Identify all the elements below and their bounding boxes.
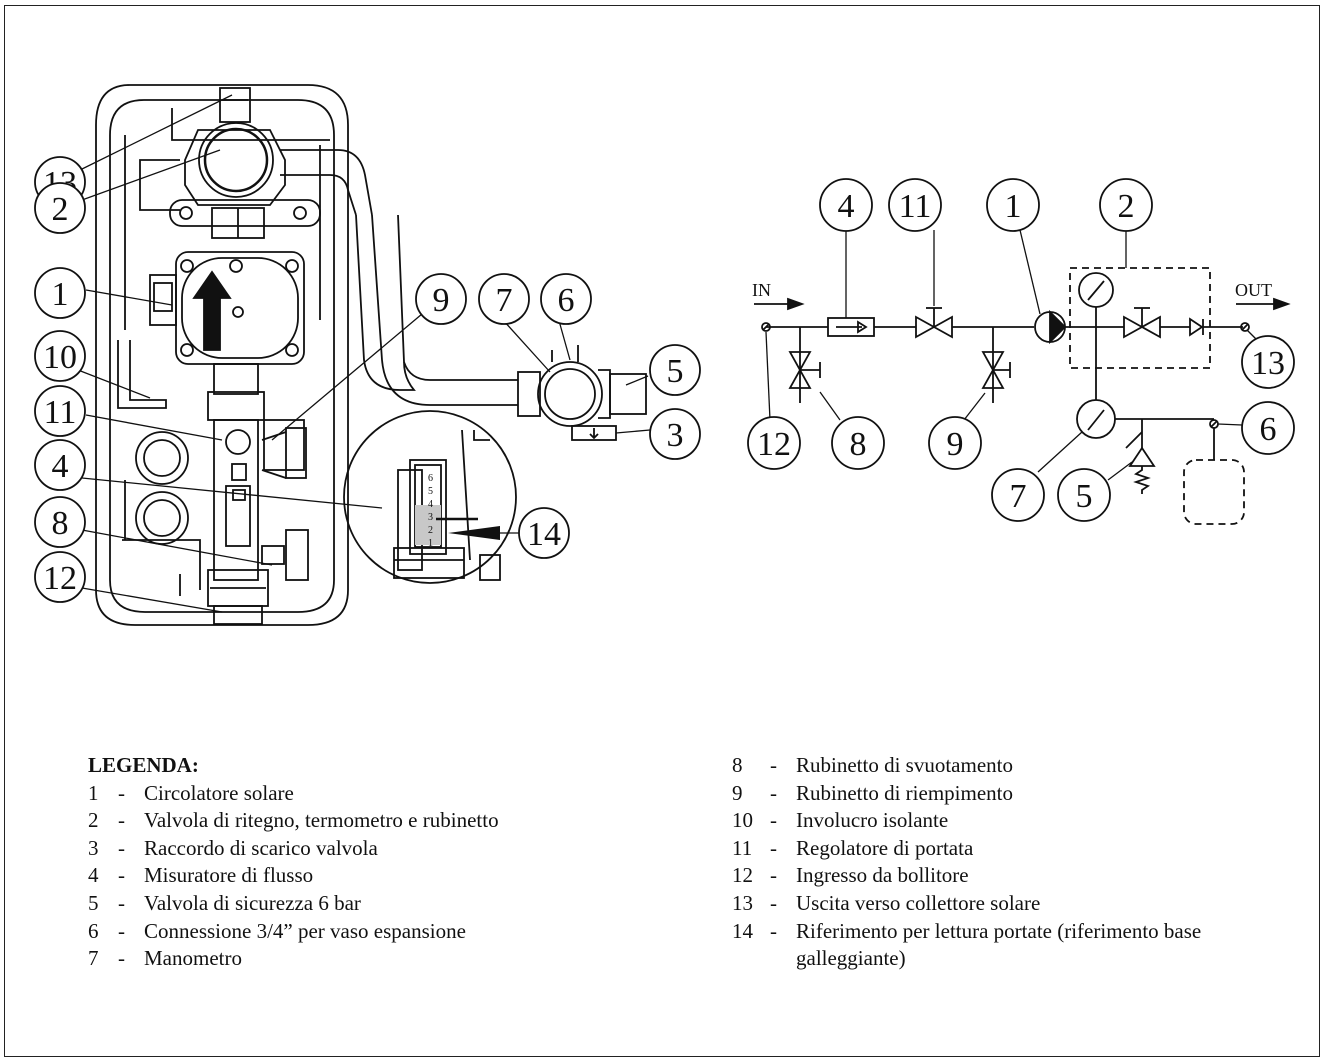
legend-item: 11-Regolatore di portata (732, 835, 974, 860)
scale-mark-1: 1 (428, 538, 433, 549)
flow-meter-tube (409, 459, 447, 555)
legend-item: 13-Uscita verso collettore solare (732, 890, 1041, 915)
legend-item: 5-Valvola di sicurezza 6 bar (88, 890, 361, 915)
svg-text:2: 2 (1118, 188, 1135, 225)
callout-10: 10 (34, 330, 86, 382)
schematic-callout-4: 4 (819, 178, 873, 232)
svg-text:6: 6 (1260, 411, 1277, 448)
manometer-dial (537, 361, 603, 427)
svg-text:10: 10 (43, 339, 77, 376)
schematic-callout-7: 7 (991, 468, 1045, 522)
legend-item: 4-Misuratore di flusso (88, 863, 314, 888)
legend-item: 9-Rubinetto di riempimento (732, 780, 1013, 805)
legend-item: 14-Riferimento per lettura portate (rife… (732, 918, 1202, 971)
legend-item: 12-Ingresso da bollitore (732, 863, 969, 888)
outlet-nut (219, 87, 251, 123)
schematic-callout-13: 13 (1241, 335, 1295, 389)
schematic-io-labels: IN OUT (752, 280, 1272, 300)
insulating-shell-outer (95, 84, 349, 626)
svg-text:8: 8 (52, 505, 69, 542)
in-label: IN (752, 280, 771, 300)
callout-1: 1 (34, 267, 86, 319)
schematic-callout-9: 9 (928, 416, 982, 470)
scale-mark-6: 6 (428, 473, 433, 484)
page-frame (4, 5, 1320, 1057)
callout-6: 6 (540, 273, 592, 325)
svg-text:4: 4 (838, 188, 855, 225)
scale-mark-3: 3 (428, 512, 433, 523)
schematic-callout-12: 12 (747, 416, 801, 470)
schematic-callout-6: 6 (1241, 401, 1295, 455)
legend-item: 10-Involucro isolante (732, 808, 949, 833)
callout-2: 2 (34, 182, 86, 234)
svg-text:6: 6 (558, 282, 575, 319)
schematic-callout-11: 11 (888, 178, 942, 232)
schematic-safety-valve (1128, 446, 1156, 467)
callout-9: 9 (415, 273, 467, 325)
svg-text:7: 7 (1010, 478, 1027, 515)
svg-text:11: 11 (44, 394, 77, 431)
thermometer-dial (198, 122, 274, 198)
callout-14: 14 (518, 507, 570, 559)
svg-text:11: 11 (899, 188, 932, 225)
legend-item: 7-Manometro (88, 946, 242, 971)
flow-meter-scale: 6 5 4 3 2 1 (428, 473, 433, 549)
svg-text:2: 2 (52, 191, 69, 228)
insulating-shell-inner (109, 99, 335, 613)
hydraulic-schematic (754, 267, 1291, 525)
svg-text:9: 9 (947, 426, 964, 463)
photo-leader-lines (77, 94, 651, 613)
svg-text:12: 12 (43, 560, 77, 597)
schematic-callout-2: 2 (1099, 178, 1153, 232)
legend-left: LEGENDA: 1-Circolatore solare 2-Valvola … (88, 752, 499, 973)
svg-text:7: 7 (496, 282, 513, 319)
callout-11: 11 (34, 385, 86, 437)
schematic-leader-lines (765, 229, 1260, 481)
svg-text:9: 9 (433, 282, 450, 319)
legend-right: 8-Rubinetto di svuotamento 9-Rubinetto d… (732, 752, 1284, 973)
svg-text:3: 3 (667, 417, 684, 454)
callout-7: 7 (478, 273, 530, 325)
legend-item: 3-Raccordo di scarico valvola (88, 835, 378, 860)
safety-group (517, 345, 647, 441)
reference-arrow (448, 526, 500, 540)
schematic-callouts: 4 11 1 2 12 8 9 13 6 7 5 (747, 178, 1295, 522)
scale-mark-5: 5 (428, 486, 433, 497)
svg-text:4: 4 (52, 448, 69, 485)
legend-title: LEGENDA: (88, 753, 199, 777)
svg-text:13: 13 (1251, 345, 1285, 382)
schematic-callout-5: 5 (1057, 468, 1111, 522)
scale-mark-2: 2 (428, 525, 433, 536)
svg-text:5: 5 (667, 353, 684, 390)
legend-item: 2-Valvola di ritegno, termometro e rubin… (88, 808, 499, 833)
callout-8: 8 (34, 496, 86, 548)
out-label: OUT (1235, 280, 1272, 300)
schematic-expansion-vessel (1183, 459, 1245, 525)
svg-text:8: 8 (850, 426, 867, 463)
svg-text:5: 5 (1076, 478, 1093, 515)
photo-callouts: 1 3 2 1 10 11 4 8 12 9 7 6 5 3 14 (34, 156, 701, 603)
callout-5: 5 (649, 344, 701, 396)
flow-direction-arrow (192, 270, 232, 351)
callout-3: 3 (649, 408, 701, 460)
callout-4: 4 (34, 439, 86, 491)
svg-text:1: 1 (52, 276, 69, 313)
legend-item: 1-Circolatore solare (88, 780, 294, 805)
expansion-pipe (355, 214, 518, 406)
scale-mark-4: 4 (428, 499, 433, 510)
legend-item: 6-Connessione 3/4” per vaso espansione (88, 918, 466, 943)
legend-item: 8-Rubinetto di svuotamento (732, 753, 1013, 777)
schematic-callout-8: 8 (831, 416, 885, 470)
schematic-regulator-valve (915, 315, 953, 339)
schematic-callout-1: 1 (986, 178, 1040, 232)
svg-text:12: 12 (757, 426, 791, 463)
flow-meter-zoom (343, 410, 517, 584)
svg-text:14: 14 (527, 516, 561, 553)
schematic-valve-group (1069, 267, 1211, 369)
callout-12: 12 (34, 551, 86, 603)
valve-housing (184, 129, 286, 206)
pump-group-drawing (95, 84, 373, 626)
svg-text:1: 1 (1005, 188, 1022, 225)
technical-diagram: 6 5 4 3 2 1 13 2 1 10 11 4 8 12 9 7 6 5 (34, 84, 1295, 626)
